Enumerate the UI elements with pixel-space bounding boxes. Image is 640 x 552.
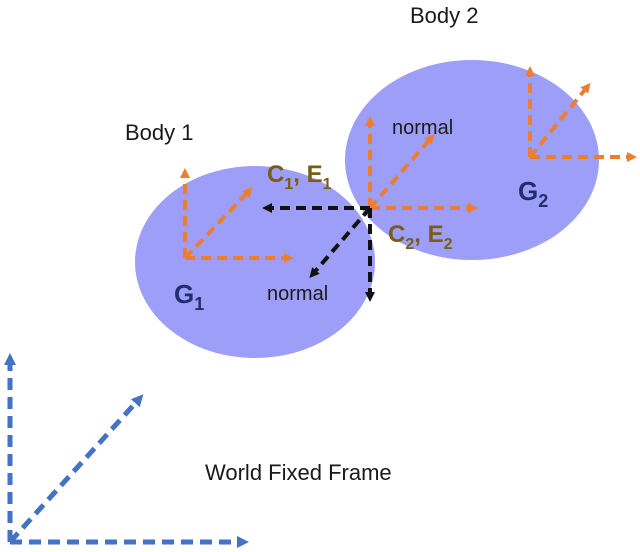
world-frame-label: World Fixed Frame: [205, 460, 392, 485]
c1-e1-label: C1, E1: [267, 161, 332, 193]
world-frame: [4, 353, 249, 548]
g1-subscript: 1: [194, 294, 204, 314]
contact-frame-body-1: [262, 203, 375, 302]
body-2-label: Body 2: [410, 3, 479, 28]
c1-subscript: 1: [284, 176, 293, 193]
g2-subscript: 2: [538, 191, 548, 211]
contact-1-normal-arrow: [309, 206, 372, 279]
c2-e2-label: C2, E2: [388, 221, 453, 253]
normal-label-top: normal: [392, 117, 453, 139]
body-1-frame: [180, 168, 294, 263]
contact-frame-body-2: [365, 116, 478, 213]
body-2-ellipse: [345, 60, 599, 260]
g1-label: G1: [174, 279, 204, 314]
c1-letter: C: [267, 161, 284, 188]
e1-subscript: 1: [323, 176, 332, 193]
c2-letter: C: [388, 221, 405, 248]
g2-letter: G: [518, 176, 538, 206]
g1-letter: G: [174, 279, 194, 309]
g2-label: G2: [518, 176, 548, 211]
c2-separator: , E: [414, 221, 443, 248]
c2-subscript: 2: [405, 236, 414, 253]
world-frame-diag-arrow: [8, 394, 144, 544]
c1-separator: , E: [293, 161, 322, 188]
body-1-label: Body 1: [125, 120, 194, 145]
body-2-frame: [525, 66, 637, 162]
normal-label-bottom: normal: [267, 283, 328, 305]
e2-subscript: 2: [444, 236, 453, 253]
body-1-ellipse: [135, 166, 375, 358]
